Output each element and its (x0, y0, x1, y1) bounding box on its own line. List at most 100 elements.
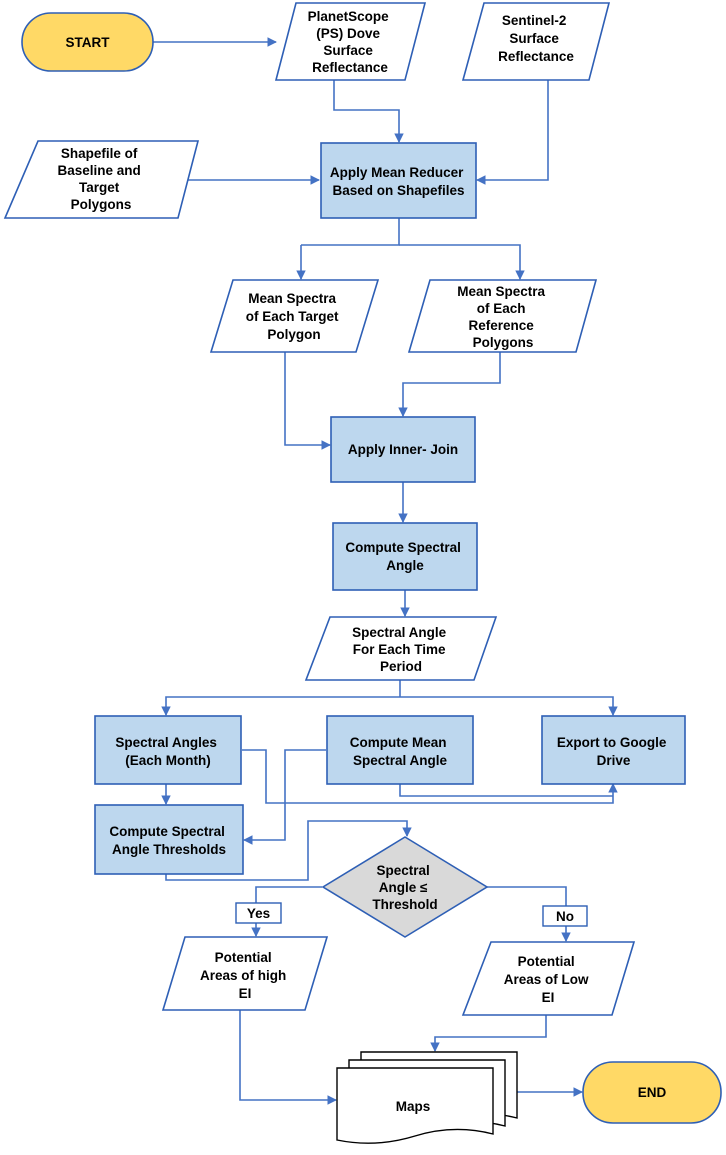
thresholds-line-2: Angle Thresholds (112, 842, 226, 857)
arrow-period-to-export (400, 696, 618, 716)
start-label: START (66, 35, 111, 50)
svg-text:Mean Spectra of Each: Mean Spectra of Each Reference Polygons (457, 284, 549, 350)
mean-angle-line-1: Compute Mean (350, 735, 447, 750)
planetscope-line-2: (PS) Dove (316, 26, 380, 41)
svg-text:Spectral Angle ≤ T: Spectral Angle ≤ Threshold (372, 863, 437, 912)
no-label: No (542, 905, 588, 927)
arrow-planetscope-to-reducer (333, 80, 404, 143)
sentinel-line-2: Surface (509, 31, 559, 46)
svg-text:Yes: Yes (247, 906, 270, 921)
high-ei-line-3: EI (239, 986, 252, 1001)
planetscope-input: PlanetScope (PS) Dove Surface Reflectanc… (274, 2, 427, 81)
sentinel-line-1: Sentinel-2 (502, 13, 567, 28)
end-label: END (638, 1085, 667, 1100)
target-spectra-line-2: of Each Target (246, 309, 339, 324)
shapefile-line-4: Polygons (71, 197, 132, 212)
arrow-mean-to-export (399, 784, 613, 797)
svg-text:Spectral Angles (Each Mo: Spectral Angles (Each Month) (115, 735, 220, 768)
angle-period-line-3: Period (380, 659, 422, 674)
low-ei-line-3: EI (542, 990, 555, 1005)
thresholds-process: Compute Spectral Angle Thresholds (94, 804, 244, 875)
low-ei-output: Potential Areas of Low EI (461, 941, 636, 1016)
planetscope-line-3: Surface (323, 43, 373, 58)
arrow-mean-to-thresholds (243, 749, 326, 845)
decision-line-3: Threshold (372, 897, 437, 912)
reference-spectra-line-3: Reference (468, 318, 534, 333)
arrow-low-to-maps (430, 1015, 547, 1052)
planetscope-line-1: PlanetScope (308, 9, 390, 24)
maps-document: Maps (336, 1051, 518, 1144)
planetscope-line-4: Reflectance (312, 60, 388, 75)
svg-text:Maps: Maps (396, 1099, 431, 1114)
svg-text:Compute Spectral Angle: Compute Spectral Angle (345, 540, 464, 573)
svg-text:Spectral Angle For Each: Spectral Angle For Each Time Period (352, 625, 450, 674)
svg-text:Apply Mean Reducer Based: Apply Mean Reducer Based on Shapefiles (330, 165, 467, 198)
end-terminal: END (582, 1061, 722, 1124)
yes-label: Yes (235, 902, 282, 924)
decision-line-1: Spectral (376, 863, 429, 878)
svg-text:Mean Spectra of Each Tar: Mean Spectra of Each Target Polygon (246, 291, 343, 342)
decision-diamond: Spectral Angle ≤ Threshold (321, 836, 489, 938)
angle-period-line-2: For Each Time (353, 642, 446, 657)
low-ei-line-1: Potential (518, 954, 575, 969)
shapefile-line-1: Shapefile of (61, 146, 138, 161)
mean-reducer-line-2: Based on Shapefiles (332, 183, 464, 198)
svg-text:Shapefile of Baseline an: Shapefile of Baseline and Target Polygon… (57, 146, 144, 212)
thresholds-line-1: Compute Spectral (109, 824, 225, 839)
export-process: Export to Google Drive (541, 715, 686, 785)
inner-join-label: Apply Inner- Join (348, 442, 458, 457)
high-ei-line-2: Areas of high (200, 968, 286, 983)
arrow-sentinel-to-reducer (476, 80, 549, 185)
arrow-period-to-month (161, 696, 400, 716)
svg-text:END: END (638, 1085, 667, 1100)
arrow-reference-to-join (398, 352, 501, 417)
inner-join-process: Apply Inner- Join (330, 416, 476, 483)
angle-period-line-1: Spectral Angle (352, 625, 447, 640)
svg-text:Potential Areas of high: Potential Areas of high EI (200, 950, 290, 1001)
angles-month-line-2: (Each Month) (125, 753, 211, 768)
shapefile-line-2: Baseline and (57, 163, 140, 178)
svg-text:No: No (556, 909, 574, 924)
reference-spectra-line-4: Polygons (473, 335, 534, 350)
maps-label: Maps (396, 1099, 431, 1114)
mean-reducer-process: Apply Mean Reducer Based on Shapefiles (320, 142, 477, 219)
export-line-1: Export to Google (557, 735, 667, 750)
shapefile-line-3: Target (79, 180, 120, 195)
svg-text:PlanetScope (PS) Dove: PlanetScope (PS) Dove Surface Reflectanc… (308, 9, 393, 75)
sentinel-input: Sentinel-2 Surface Reflectance (461, 2, 611, 81)
connectors (152, 37, 618, 1105)
angle-period-output: Spectral Angle For Each Time Period (304, 616, 498, 681)
svg-text:Apply Inner- Join: Apply Inner- Join (348, 442, 458, 457)
target-spectra-line-3: Polygon (267, 327, 320, 342)
start-terminal: START (21, 12, 154, 72)
svg-text:Export to Google Drive: Export to Google Drive (557, 735, 670, 768)
reference-spectra-output: Mean Spectra of Each Reference Polygons (407, 279, 598, 353)
angles-month-line-1: Spectral Angles (115, 735, 217, 750)
reference-spectra-line-2: of Each (477, 301, 526, 316)
target-spectra-output: Mean Spectra of Each Target Polygon (209, 279, 380, 353)
arrow-reducer-split (301, 218, 400, 246)
arrow-thresholds-to-decision (165, 820, 412, 881)
target-spectra-line-1: Mean Spectra (248, 291, 336, 306)
arrow-reducer-to-reference (399, 244, 525, 280)
low-ei-line-2: Areas of Low (504, 972, 589, 987)
svg-text:Potential Areas of Low: Potential Areas of Low EI (504, 954, 593, 1005)
compute-angle-line-1: Compute Spectral (345, 540, 461, 555)
high-ei-output: Potential Areas of high EI (161, 936, 329, 1011)
compute-angle-process: Compute Spectral Angle (332, 522, 478, 591)
decision-line-2: Angle ≤ (379, 880, 428, 895)
mean-reducer-line-1: Apply Mean Reducer (330, 165, 464, 180)
arrow-target-to-join (284, 352, 331, 450)
reference-spectra-line-1: Mean Spectra (457, 284, 545, 299)
compute-angle-line-2: Angle (386, 558, 424, 573)
export-line-2: Drive (597, 753, 631, 768)
svg-text:Sentinel-2 Surface: Sentinel-2 Surface Reflectance (498, 13, 574, 64)
yes-text: Yes (247, 906, 270, 921)
svg-text:Compute Mean Spectral An: Compute Mean Spectral Angle (350, 735, 451, 768)
no-text: No (556, 909, 574, 924)
arrow-high-to-maps (239, 1010, 337, 1105)
angles-month-process: Spectral Angles (Each Month) (94, 715, 242, 785)
sentinel-line-3: Reflectance (498, 49, 574, 64)
mean-angle-line-2: Spectral Angle (353, 753, 448, 768)
